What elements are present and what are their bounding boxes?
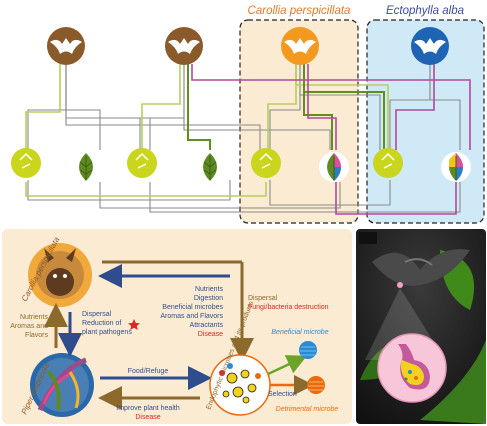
arrow-to-beneficial	[267, 355, 308, 376]
microbes-circle	[209, 354, 271, 416]
stomach-magnifier	[377, 333, 447, 403]
bat-icon-1	[47, 27, 85, 65]
right-destruction-label: Fungi/bacteria destruction	[248, 304, 329, 311]
left-down-labels: Dispersal Reduction of plant pathogens	[82, 311, 132, 336]
right-dispersal-label: Dispersal	[248, 295, 278, 302]
left-down-label-3: plant pathogens	[82, 329, 132, 336]
magenta-connections	[191, 64, 471, 215]
flower-icon-4	[373, 148, 403, 178]
carollia-title: Carollia perspicillata	[248, 5, 351, 17]
bat-portrait	[28, 243, 92, 307]
leaf-icon-multicolor-2	[441, 152, 471, 182]
plant-portrait	[30, 353, 94, 417]
center-list-item-4: Aromas and Flavors	[160, 313, 223, 320]
flower-icon-2	[127, 148, 157, 178]
flower-icon-3	[251, 148, 281, 178]
center-list-item-3: Beneficial microbes	[162, 304, 223, 311]
detrimental-label: Detrimental microbe	[276, 406, 339, 413]
ectophylla-title: Ectophylla alba	[386, 5, 464, 17]
photo-label-box	[359, 232, 377, 244]
selection-label: Selection	[268, 391, 297, 398]
bat-icon-ectophylla	[411, 27, 449, 65]
leaf-icon-2	[195, 152, 225, 182]
flower-icon-1	[11, 148, 41, 178]
fruit-icon	[397, 282, 403, 288]
left-down-label-1: Dispersal	[82, 311, 112, 318]
improve-health-label: Improve plant health	[116, 405, 180, 412]
bat-photo-panel	[356, 229, 486, 424]
center-list-item-2: Digestion	[194, 295, 223, 302]
center-list-item-5: Attractants	[190, 322, 224, 329]
beneficial-label: Beneficial microbe	[271, 329, 328, 336]
leaf-icon-multicolor-1	[319, 152, 349, 182]
interaction-panel: Carollia perspicillata Piper umbricola N…	[2, 229, 352, 424]
left-up-label-1: Nutrients	[20, 314, 49, 321]
left-up-label-2: Aromas and	[10, 323, 48, 330]
beneficial-microbe-icon	[299, 341, 317, 359]
center-list: Nutrients Digestion Beneficial microbes …	[160, 286, 223, 329]
food-refuge-label: Food/Refuge	[128, 368, 169, 375]
dark-green-connections	[187, 64, 385, 150]
center-list-item-1: Nutrients	[195, 286, 224, 293]
red-star-icon	[128, 319, 140, 330]
bat-icon-carollia	[281, 27, 319, 65]
center-disease-label: Disease	[198, 331, 223, 338]
leaf-icon-1	[71, 152, 101, 182]
network-panel: Carollia perspicillata Ectophylla alba	[11, 5, 485, 224]
detrimental-microbe-icon	[307, 376, 325, 394]
bat-icon-2	[165, 27, 203, 65]
improve-disease-label: Disease	[135, 414, 160, 421]
light-green-connections	[25, 64, 389, 197]
left-up-label-3: Flavors	[25, 332, 48, 339]
left-down-label-2: Reduction of	[82, 320, 121, 327]
left-up-labels: Nutrients Aromas and Flavors	[10, 314, 48, 339]
